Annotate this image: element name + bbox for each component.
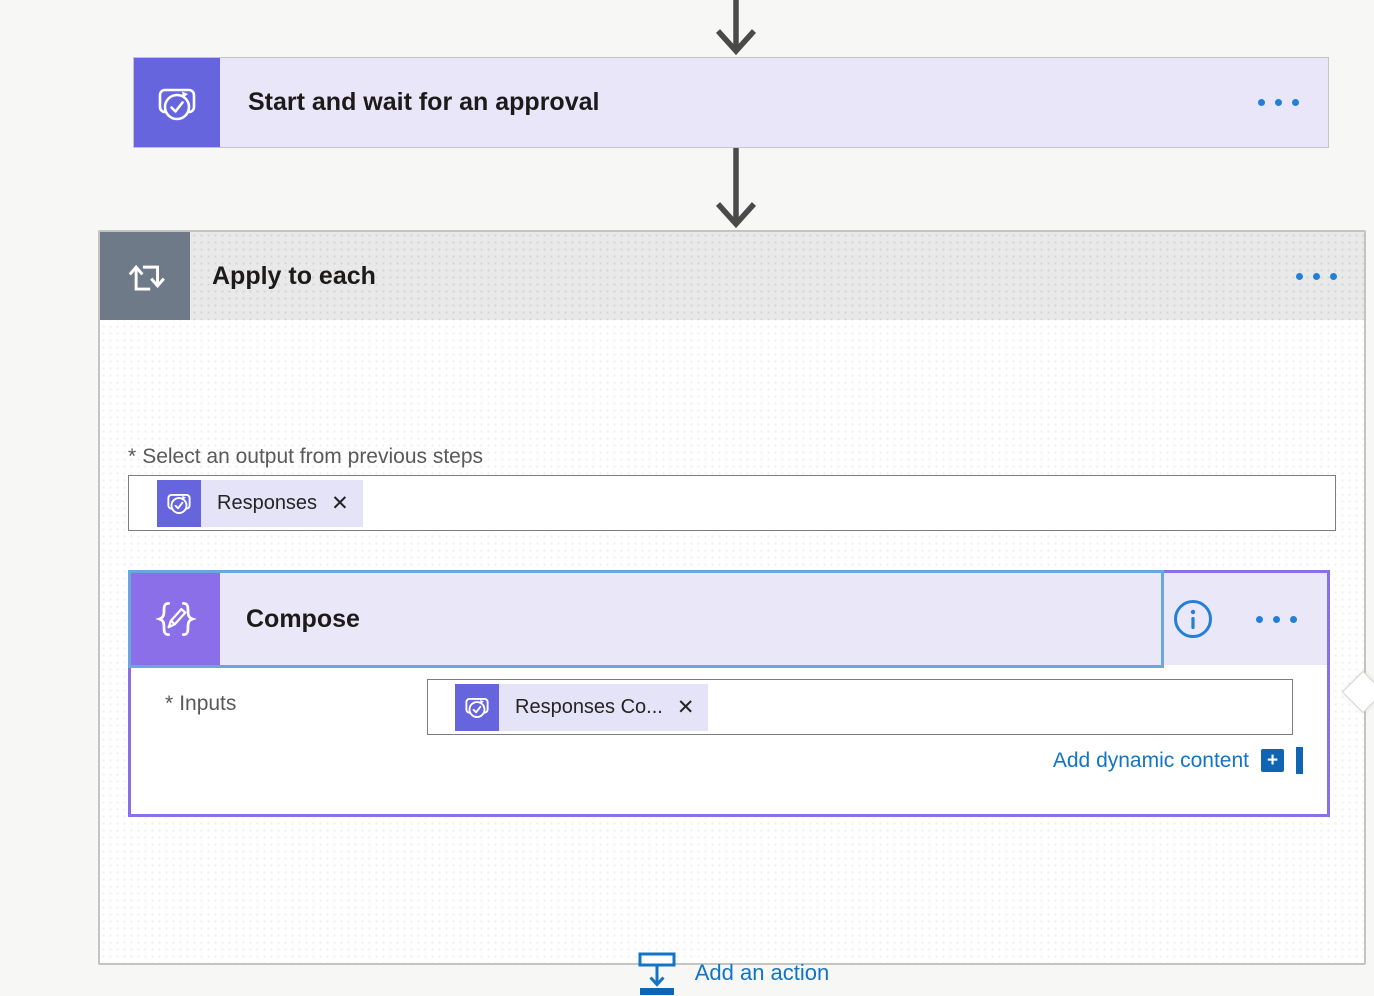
add-dynamic-content-link[interactable]: Add dynamic content [1052, 748, 1249, 772]
approval-card-menu-button[interactable] [1228, 58, 1328, 147]
approval-action-card[interactable]: Start and wait for an approval [133, 57, 1329, 148]
close-icon[interactable]: ✕ [676, 695, 695, 719]
add-action-label: Add an action [694, 960, 830, 985]
compose-body: * Inputs [131, 665, 1327, 814]
inputs-label: * Inputs [165, 692, 237, 715]
apply-to-each-menu-button[interactable] [1268, 232, 1364, 320]
compose-header: Compose [131, 573, 1327, 665]
info-icon [1174, 600, 1212, 638]
compose-icon [131, 573, 220, 665]
apply-to-each-header[interactable]: Apply to each [100, 232, 1364, 320]
connector-arrow-down-icon [715, 148, 757, 229]
add-action-icon [638, 952, 676, 995]
cursor-bar [1296, 747, 1303, 774]
apply-to-each-body: * Select an output from previous steps [100, 320, 1364, 995]
required-asterisk: * [128, 445, 137, 468]
connector-arrow-down-icon [715, 0, 757, 56]
add-an-action-button[interactable]: Add an action [100, 950, 1364, 996]
plus-icon[interactable]: + [1261, 749, 1284, 772]
select-output-label: * Select an output from previous steps [128, 445, 484, 468]
ellipsis-icon [1256, 615, 1297, 623]
close-icon[interactable]: ✕ [331, 491, 349, 515]
responses-collection-token[interactable]: Responses Co... ✕ [455, 683, 709, 731]
ellipsis-icon [1257, 99, 1299, 106]
approval-icon [157, 479, 201, 527]
info-button[interactable] [1172, 598, 1214, 640]
loop-icon [100, 232, 190, 320]
apply-to-each-title: Apply to each [212, 261, 376, 290]
select-output-input[interactable]: Responses ✕ [128, 475, 1336, 531]
token-label: Responses Co... [515, 695, 663, 718]
compose-title: Compose [220, 573, 1161, 665]
compose-action-card: Compose [128, 570, 1330, 817]
approval-card-title: Start and wait for an approval [248, 88, 600, 116]
required-asterisk: * [165, 692, 174, 715]
approval-icon [455, 683, 499, 731]
token-label: Responses [217, 491, 318, 514]
apply-to-each-scope: Apply to each * Select an output from pr… [98, 230, 1366, 995]
responses-token[interactable]: Responses ✕ [157, 479, 363, 527]
approval-icon [134, 58, 220, 147]
compose-menu-button[interactable] [1256, 615, 1297, 623]
compose-title-button[interactable]: Compose [131, 573, 1161, 665]
inputs-input[interactable]: Responses Co... ✕ [427, 679, 1293, 735]
ellipsis-icon [1295, 272, 1337, 280]
